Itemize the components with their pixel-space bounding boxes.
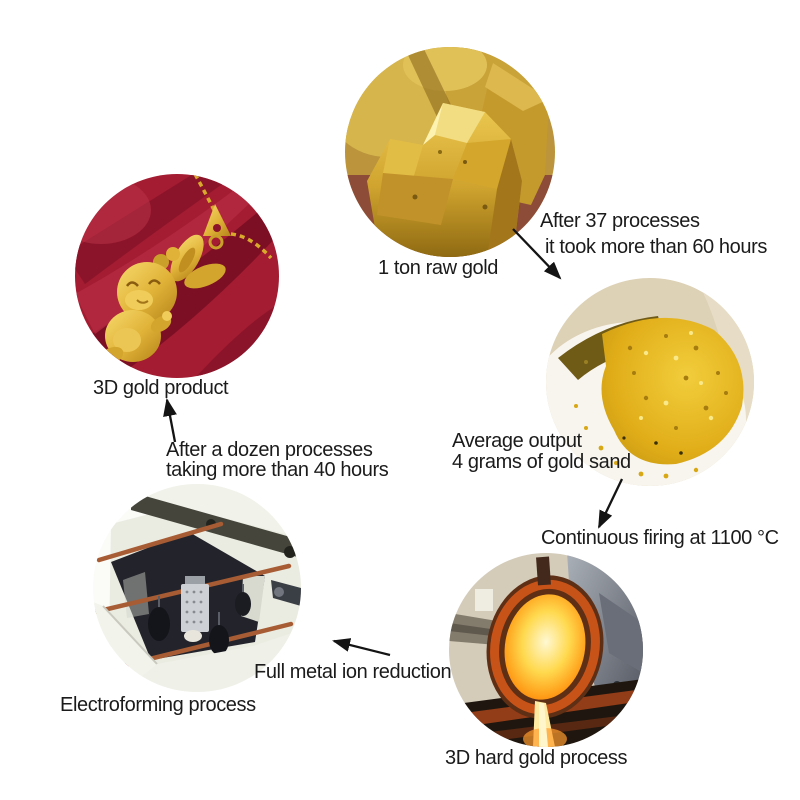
caption-electroforming: Electroforming process — [60, 694, 256, 716]
gold-rabbit-pendant-photo — [75, 174, 279, 378]
molten-gold-crucible-photo — [449, 553, 643, 747]
arrow-electroforming-to-gold-product — [163, 398, 177, 443]
arrow-hard-gold-to-electroforming — [332, 638, 391, 657]
annotation-ion-reduction: Full metal ion reduction — [254, 661, 452, 683]
caption-raw-gold: 1 ton raw gold — [378, 257, 499, 279]
caption-hard-gold: 3D hard gold process — [445, 747, 628, 769]
annotation-continuous-firing-line1: Continuous firing at 1100 °C — [541, 527, 779, 549]
annotation-after-37-line2: it took more than 60 hours — [545, 236, 767, 258]
annotation-after-37-line1: After 37 processes — [540, 210, 700, 232]
gold-rabbit-pendant-illustration — [75, 174, 279, 378]
caption-gold-sand: Average output 4 grams of gold sand — [452, 431, 631, 473]
annotation-ion-reduction-line1: Full metal ion reduction — [254, 661, 452, 683]
annotation-after-dozen-line1: After a dozen processes — [166, 439, 373, 461]
annotation-after-37-processes: After 37 processes it took more than 60 … — [540, 208, 767, 260]
caption-gold-sand-line1: Average output — [452, 430, 582, 452]
arrow-gold-sand-to-hard-gold — [597, 478, 624, 529]
raw-gold-nuggets-photo — [345, 47, 555, 257]
caption-gold-product: 3D gold product — [93, 377, 229, 399]
annotation-after-dozen-line2: taking more than 40 hours — [166, 459, 389, 481]
gold-sand-photo — [546, 278, 754, 486]
raw-gold-nuggets-illustration — [345, 47, 555, 257]
annotation-continuous-firing: Continuous firing at 1100 °C — [541, 528, 779, 549]
gold-sand-illustration — [546, 278, 754, 486]
caption-gold-sand-line2: 4 grams of gold sand — [452, 451, 631, 473]
molten-gold-illustration — [449, 553, 643, 747]
annotation-after-dozen-processes: After a dozen processes taking more than… — [166, 439, 389, 481]
